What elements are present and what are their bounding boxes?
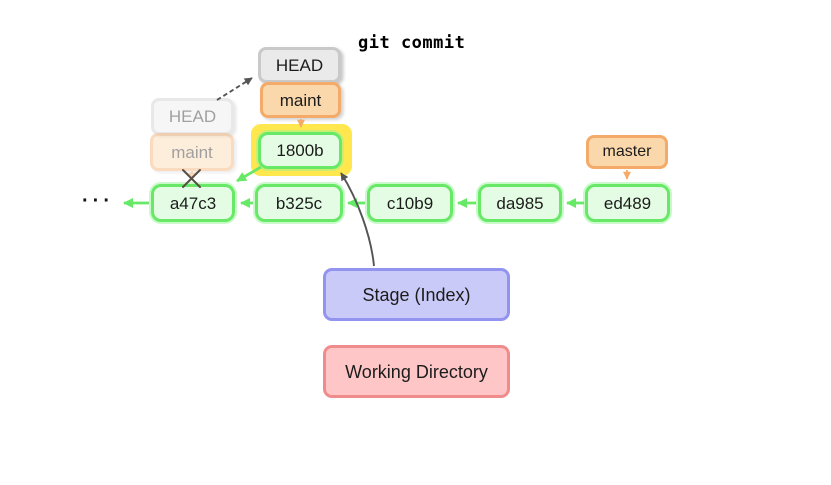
command-title: git commit bbox=[358, 33, 466, 53]
previous-maint-branch-box: maint bbox=[150, 133, 234, 171]
working-directory-box: Working Directory bbox=[323, 345, 510, 398]
arrow-head-moved-dashed bbox=[216, 77, 253, 101]
commit-node-b325c: b325c bbox=[255, 184, 343, 222]
head-box: HEAD bbox=[258, 47, 341, 83]
stage-index-box: Stage (Index) bbox=[323, 268, 510, 321]
new-commit-node: 1800b bbox=[258, 132, 342, 169]
commit-node-c10b9: c10b9 bbox=[367, 184, 453, 222]
master-branch-box: master bbox=[586, 135, 668, 169]
history-ellipsis: ··· bbox=[82, 190, 114, 212]
previous-head-box: HEAD bbox=[151, 98, 234, 135]
maint-branch-box: maint bbox=[260, 82, 341, 118]
commit-node-da985: da985 bbox=[478, 184, 562, 222]
commit-node-a47c3: a47c3 bbox=[151, 184, 235, 222]
commit-node-ed489: ed489 bbox=[585, 184, 670, 222]
